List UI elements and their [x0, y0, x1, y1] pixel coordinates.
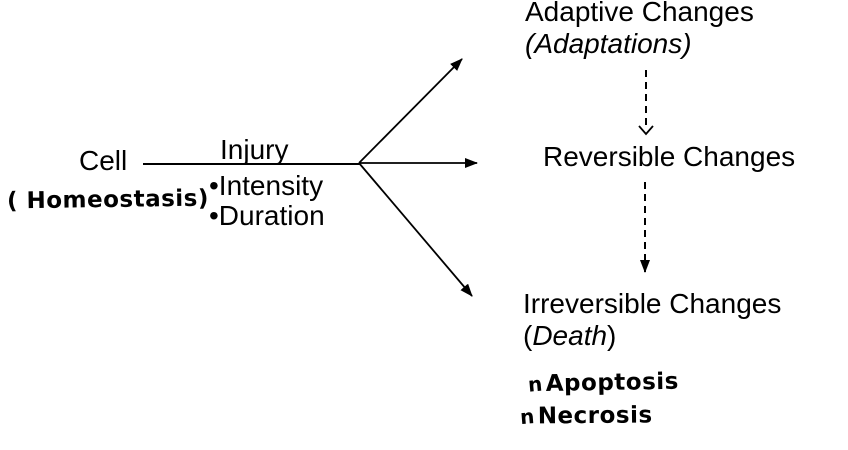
death-word: Death [532, 320, 608, 351]
irreversible-changes-label: Irreversible Changes [523, 288, 782, 319]
death-sublabel: (Death) [523, 320, 781, 352]
dashed-arrow-adaptive-to-reversible [638, 70, 654, 136]
cell-label: Cell [79, 145, 128, 176]
homeostasis-annotation: ( Homeostasis) [6, 185, 210, 215]
handwritten-bullet-marker: n [519, 403, 536, 430]
death-open-paren: ( [523, 320, 533, 351]
apoptosis-annotation: nApoptosis [526, 368, 680, 398]
open-arrowhead-icon [638, 125, 654, 136]
handwritten-bullet-marker: n [526, 371, 544, 397]
injury-label: Injury [220, 134, 289, 165]
necrosis-label: Necrosis [537, 402, 653, 430]
injury-bullet-intensity: •Intensity [209, 170, 324, 201]
adaptive-changes-label: Adaptive Changes [525, 0, 754, 27]
reversible-changes-label: Reversible Changes [543, 141, 796, 172]
adaptive-changes-node: Adaptive Changes (Adaptations) [525, 0, 754, 60]
apoptosis-label: Apoptosis [545, 368, 680, 398]
death-close-paren: ) [607, 320, 617, 351]
arrow-to-irreversible-changes [358, 162, 473, 297]
injury-bullet-duration: •Duration [209, 200, 325, 231]
adaptations-sublabel: (Adaptations) [525, 28, 692, 59]
necrosis-annotation: nNecrosis [519, 402, 653, 430]
arrow-to-adaptive-changes [358, 58, 463, 164]
irreversible-changes-node: Irreversible Changes (Death) [523, 288, 781, 352]
